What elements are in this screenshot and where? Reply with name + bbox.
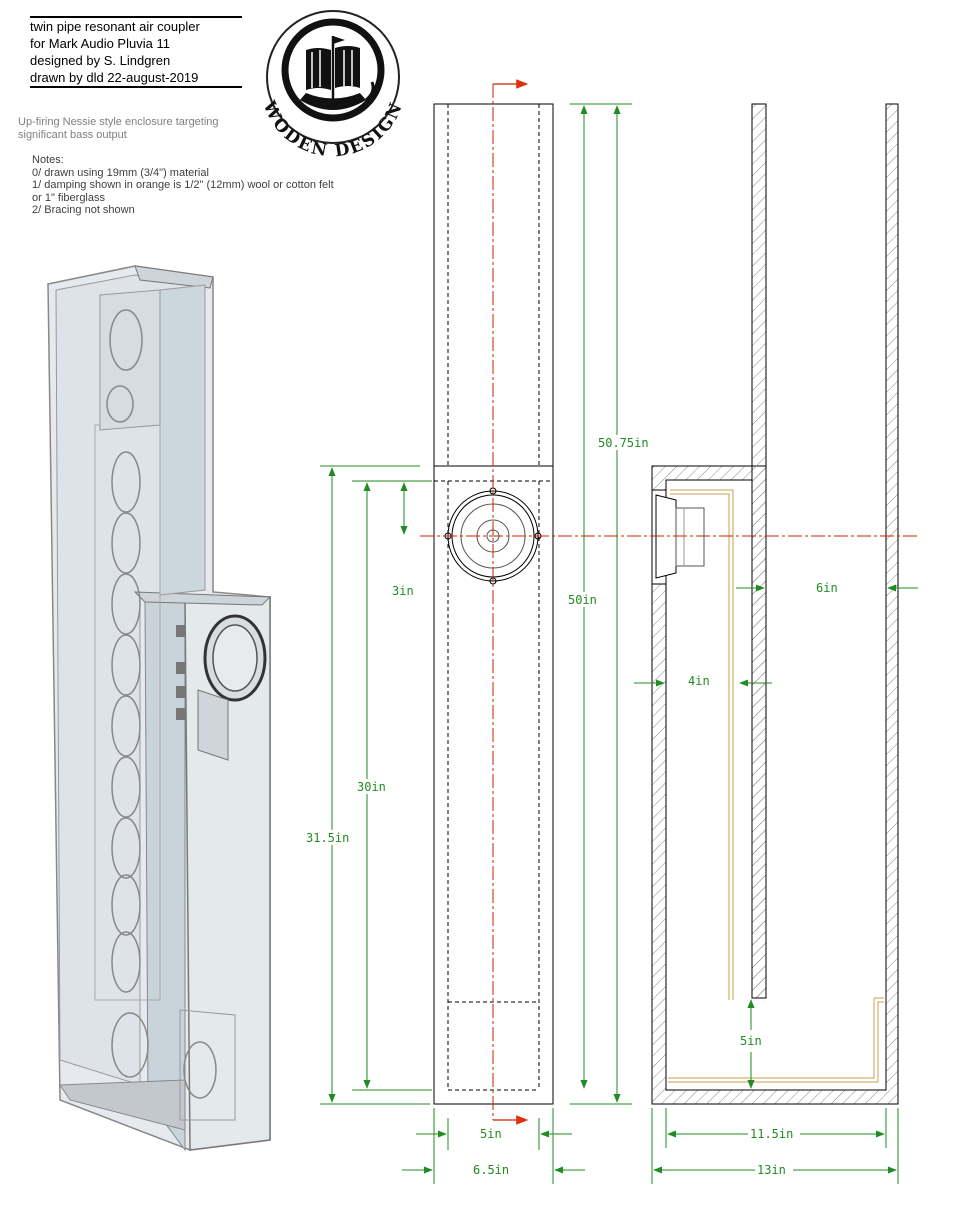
- damping-upper: [670, 489, 734, 1000]
- title-line-3: designed by S. Lindgren: [30, 53, 171, 68]
- dimension-labels: 50.75in 50in 3in 30in 31.5in 5in 6.5in 6…: [305, 435, 838, 1177]
- section-divider: [751, 103, 767, 999]
- dim-inner-height: 50in: [568, 593, 597, 607]
- 3d-driver: [176, 614, 267, 761]
- dim-bottom-gap: 5in: [740, 1034, 762, 1048]
- dim-chamber-depth: 4in: [688, 674, 710, 688]
- woden-design-logo: WODEN DESIGN: [258, 10, 405, 161]
- section-walls: [651, 103, 899, 1105]
- viking-ship-icon: [300, 36, 375, 110]
- subtitle-line-1: Up-firing Nessie style enclosure targeti…: [18, 116, 219, 128]
- title-block: twin pipe resonant air coupler for Mark …: [30, 16, 242, 88]
- logo-outer-ring: [266, 10, 400, 144]
- dimension-lines: [320, 103, 918, 1184]
- section-view: [651, 103, 899, 1105]
- dim-overall-height: 50.75in: [598, 436, 649, 450]
- note-1-cont: or 1" fiberglass: [32, 191, 105, 204]
- note-1: 1/ damping shown in orange is 1/2" (12mm…: [32, 179, 334, 191]
- damping-lower: [668, 997, 884, 1079]
- port-holes: [106, 309, 217, 1099]
- title-line-1: twin pipe resonant air coupler: [30, 19, 200, 34]
- dim-outer-depth: 13in: [757, 1163, 786, 1177]
- dim-chamber-outer-height: 31.5in: [306, 831, 349, 845]
- dim-duct-width: 6in: [816, 581, 838, 595]
- dim-chamber-inner-height: 30in: [357, 780, 386, 794]
- title-line-2: for Mark Audio Pluvia 11: [30, 36, 170, 51]
- title-line-4: drawn by dld 22-august-2019: [30, 70, 199, 85]
- dim-pipe-inner-width: 5in: [480, 1127, 502, 1141]
- notes-heading: Notes:: [32, 154, 64, 166]
- note-2: 2/ Bracing not shown: [32, 204, 135, 216]
- dim-inner-depth: 11.5in: [750, 1127, 793, 1141]
- note-0: 0/ drawn using 19mm (3/4") material: [32, 166, 209, 179]
- subtitle-line-2: significant bass output: [18, 129, 127, 141]
- subtitle: Up-firing Nessie style enclosure targeti…: [18, 116, 258, 142]
- centerlines: [420, 79, 918, 1125]
- dim-pipe-outer-width: 6.5in: [473, 1163, 509, 1177]
- section-driver: [651, 489, 705, 585]
- isometric-view: [47, 265, 272, 1152]
- notes: Notes: 0/ drawn using 19mm (3/4") materi…: [32, 154, 392, 217]
- dim-driver-offset: 3in: [392, 584, 414, 598]
